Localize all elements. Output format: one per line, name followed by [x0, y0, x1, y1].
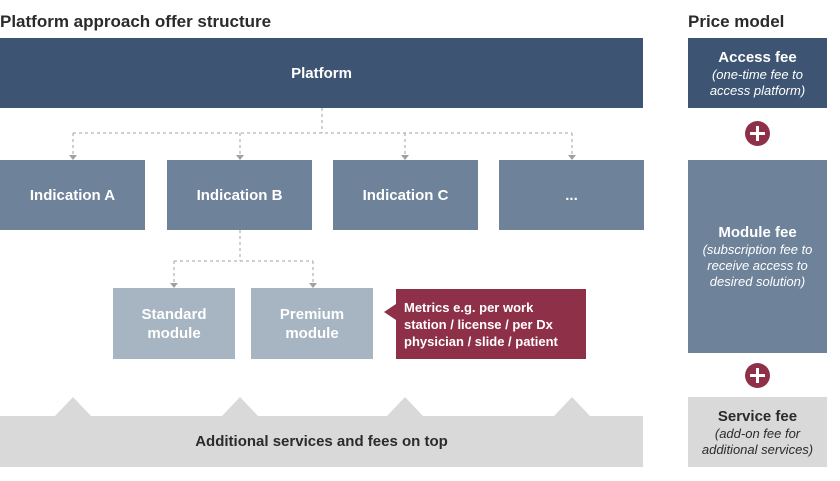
premium-module-line1: Premium — [279, 305, 345, 323]
standard-module-box: Standard module — [113, 288, 235, 359]
metrics-line-2: station / license / per Dx — [404, 316, 553, 332]
service-fee-name: Service fee — [717, 407, 798, 425]
access-fee-box: Access fee (one-time fee to access platf… — [688, 38, 827, 108]
indication-a-label: Indication A — [29, 186, 116, 204]
module-fee-desc-1: (subscription fee to — [702, 242, 813, 257]
indication-more-box: ... — [499, 160, 644, 230]
access-fee-desc-2: access platform) — [709, 82, 806, 98]
services-bar-shape — [0, 397, 643, 467]
arrowhead-c — [401, 155, 409, 160]
arrowhead-more — [568, 155, 576, 160]
service-fee-desc-2: additional services) — [701, 441, 814, 457]
standard-module-line2: module — [147, 324, 201, 342]
indication-c-label: Indication C — [362, 186, 449, 204]
module-fee-name: Module fee — [718, 224, 797, 241]
module-fee-desc-2: receive access to — [707, 258, 808, 273]
price-model-title: Price model — [688, 12, 785, 31]
plus-icon — [745, 121, 770, 146]
indication-more-label: ... — [565, 186, 578, 204]
arrowhead-premium — [309, 283, 317, 288]
service-fee-desc-1: (add-on fee for — [714, 425, 801, 441]
arrowhead-a — [69, 155, 77, 160]
metrics-callout-shape — [384, 289, 586, 359]
indication-b-label: Indication B — [196, 186, 283, 204]
service-fee-box: Service fee (add-on fee for additional s… — [688, 397, 827, 467]
indication-a-box: Indication A — [0, 160, 145, 230]
module-fee-desc-3: desired solution) — [709, 274, 806, 289]
plus-icon — [745, 363, 770, 388]
platform-box: Platform — [0, 38, 643, 108]
offer-structure-title: Platform approach offer structure — [0, 12, 272, 31]
metrics-line-3: physician / slide / patient — [404, 333, 558, 349]
arrowhead-b — [236, 155, 244, 160]
access-fee-name: Access fee — [718, 48, 797, 66]
module-fee-box: Module fee (subscription fee to receive … — [688, 160, 827, 353]
arrowhead-standard — [170, 283, 178, 288]
platform-label: Platform — [291, 64, 352, 82]
metrics-callout: Metrics e.g. per work station / license … — [396, 289, 586, 359]
premium-module-box: Premium module — [251, 288, 373, 359]
metrics-line-1: Metrics e.g. per work — [404, 299, 534, 315]
indication-c-box: Indication C — [333, 160, 478, 230]
indication-b-box: Indication B — [167, 160, 312, 230]
premium-module-line2: module — [285, 324, 339, 342]
access-fee-desc-1: (one-time fee to — [711, 66, 804, 82]
standard-module-line1: Standard — [141, 305, 207, 323]
services-label: Additional services and fees on top — [195, 433, 448, 450]
